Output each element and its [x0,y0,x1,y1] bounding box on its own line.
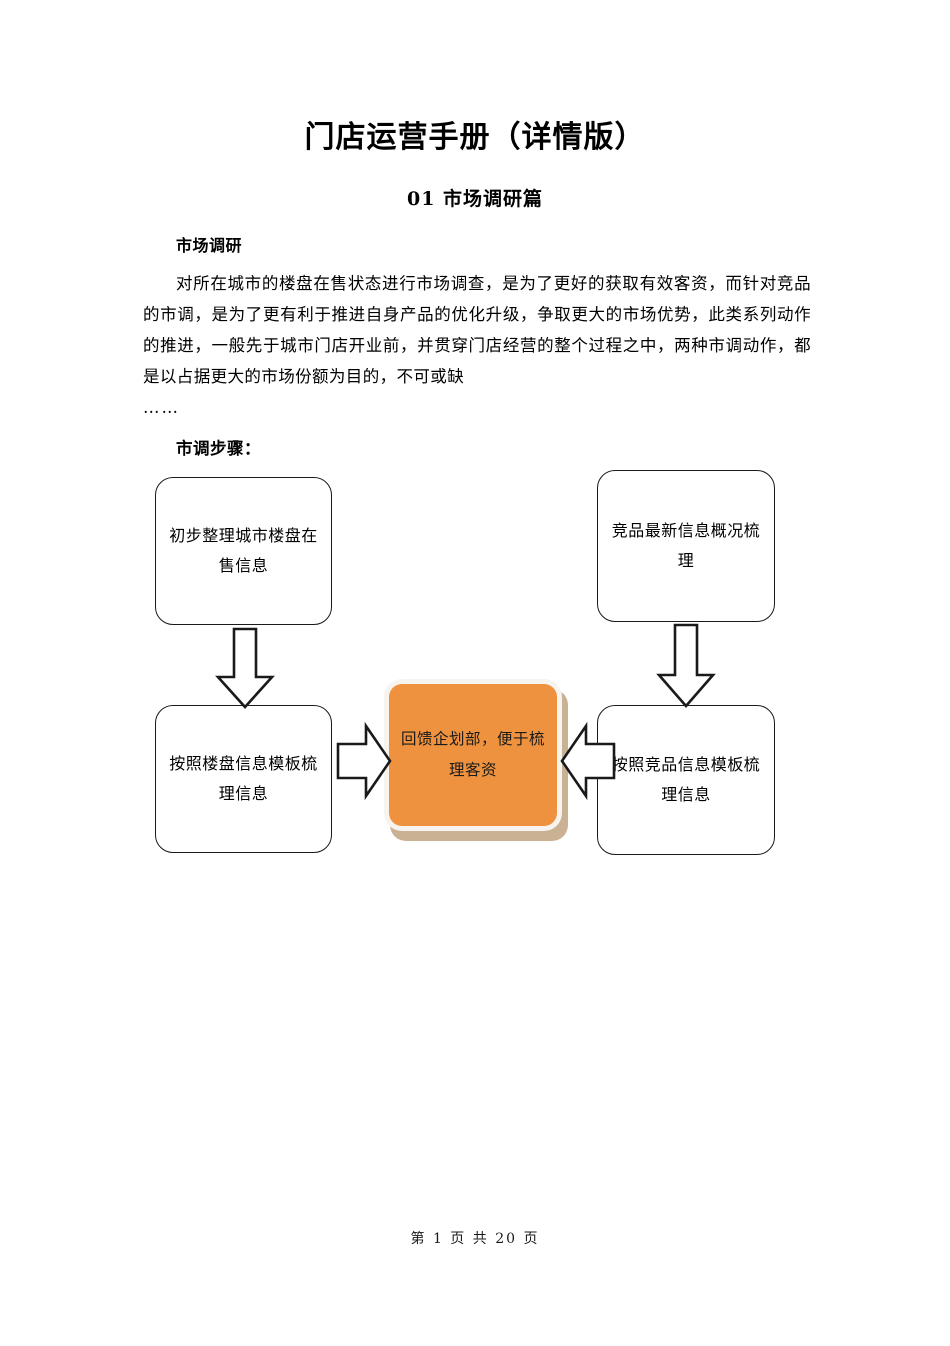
arrow-left-icon [560,722,616,800]
flow-box-bottom-right-label: 按照竞品信息模板梳理信息 [611,755,761,804]
flow-box-top-right-label: 竞品最新信息概况梳理 [611,521,761,570]
arrow-right-icon [336,722,392,800]
page-footer: 第 1 页 共 20 页 [410,1231,540,1247]
section-heading: 市场调研 [176,236,243,255]
flow-box-top-left-label: 初步整理城市楼盘在售信息 [169,526,318,575]
flow-box-bottom-right: 按照竞品信息模板梳理信息 [597,705,775,855]
flow-box-center: 回馈企划部，便于梳理客资 [384,679,568,841]
paragraph-ellipsis: …… [143,398,180,417]
flow-box-bottom-left-label: 按照楼盘信息模板梳理信息 [169,754,318,803]
flow-box-center-rim: 回馈企划部，便于梳理客资 [384,679,562,831]
flow-box-center-label: 回馈企划部，便于梳理客资 [400,730,545,779]
flow-box-top-right: 竞品最新信息概况梳理 [597,470,775,622]
page-subtitle: 01 市场调研篇 [406,188,544,210]
flow-box-top-left: 初步整理城市楼盘在售信息 [155,477,332,625]
arrow-down-icon [215,627,275,709]
body-paragraph: 对所在城市的楼盘在售状态进行市场调查，是为了更好的获取有效客资，而针对竞品的市调… [143,274,811,386]
steps-heading: 市调步骤： [176,439,261,458]
arrow-down-icon [656,623,716,708]
flow-box-center-label-wrap: 回馈企划部，便于梳理客资 [389,684,557,826]
page-title: 门店运营手册（详情版） [304,120,646,155]
flow-box-bottom-left: 按照楼盘信息模板梳理信息 [155,705,332,853]
